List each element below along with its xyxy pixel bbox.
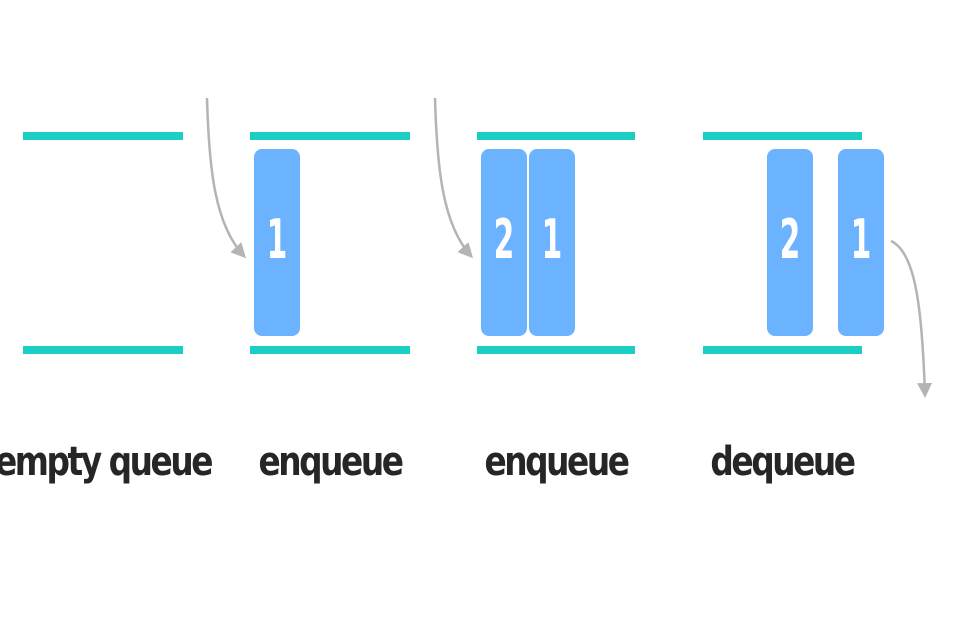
queue-item: 2 [767, 149, 813, 336]
queue-top-rail [23, 132, 183, 140]
panel-dequeue: 2 1 [703, 132, 933, 398]
enqueue-arrow-icon [433, 97, 474, 259]
queue-top-rail [703, 132, 862, 140]
queue-item: 2 [481, 149, 527, 336]
queue-top-rail [477, 132, 635, 140]
queue-item-value: 1 [542, 210, 563, 272]
queue-item-value: 1 [851, 210, 872, 272]
queue-item: 1 [529, 149, 575, 336]
panel-empty-queue [23, 132, 183, 354]
queue-bottom-rail [703, 346, 862, 354]
label-enqueue-second: enqueue [484, 439, 630, 485]
dequeue-arrow-icon [890, 239, 933, 398]
dequeued-item: 1 [838, 149, 884, 336]
label-empty-queue: empty queue [0, 439, 213, 485]
panel-enqueue-2: 2 1 [433, 97, 635, 354]
queue-item-value: 2 [494, 210, 515, 272]
label-enqueue-first: enqueue [258, 439, 404, 485]
queue-top-rail [250, 132, 410, 140]
queue-bottom-rail [23, 346, 183, 354]
panel-enqueue-1: 1 [205, 97, 410, 354]
label-dequeue: dequeue [710, 439, 856, 485]
queue-bottom-rail [477, 346, 635, 354]
queue-item-value: 1 [267, 210, 288, 272]
enqueue-arrow-icon [205, 97, 247, 259]
queue-bottom-rail [250, 346, 410, 354]
queue-item: 1 [254, 149, 300, 336]
queue-item-value: 2 [780, 210, 801, 272]
